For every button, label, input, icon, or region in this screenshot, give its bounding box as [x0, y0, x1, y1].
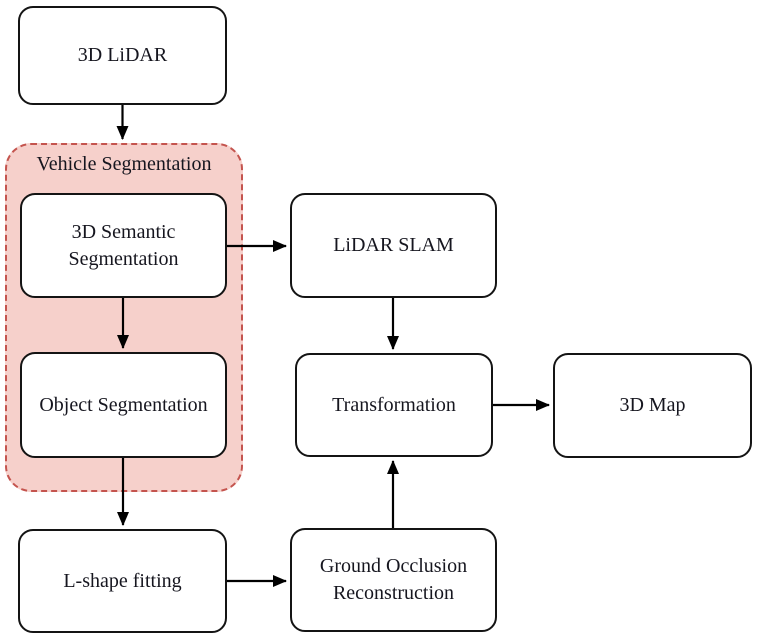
node-3d-semantic-segmentation: 3D Semantic Segmentation [20, 193, 227, 298]
node-transformation: Transformation [295, 353, 493, 457]
node-3d-map: 3D Map [553, 353, 752, 458]
group-label: Vehicle Segmentation [36, 153, 212, 175]
node-lidar-slam: LiDAR SLAM [290, 193, 497, 298]
node-l-shape-fitting: L-shape fitting [18, 529, 227, 633]
node-ground-occlusion-reconstruction: Ground Occlusion Reconstruction [290, 528, 497, 632]
node-3d-lidar: 3D LiDAR [18, 6, 227, 105]
node-object-segmentation: Object Segmentation [20, 352, 227, 458]
